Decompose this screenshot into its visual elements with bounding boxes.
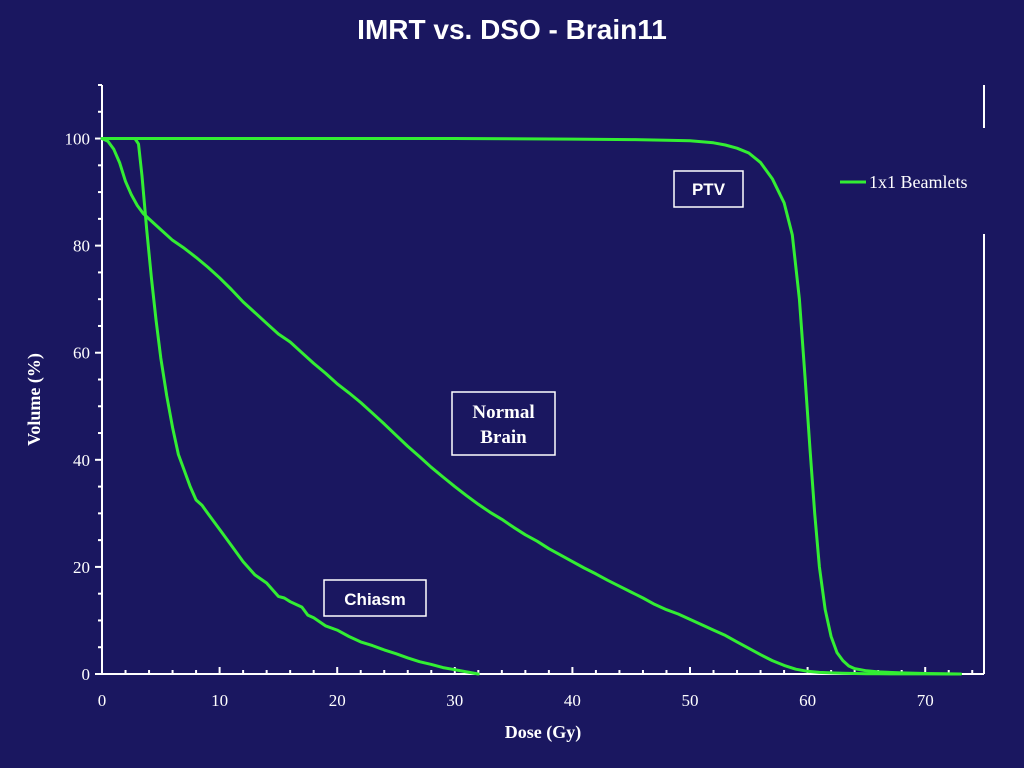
y-tick-label: 100: [65, 130, 91, 149]
y-tick-label: 40: [73, 451, 90, 470]
legend: 1x1 Beamlets: [840, 172, 967, 192]
legend-label: 1x1 Beamlets: [869, 172, 967, 192]
annotation-chiasm-box: [323, 579, 427, 617]
y-tick-label: 60: [73, 344, 90, 363]
annotation-ptv-label: PTV: [692, 180, 726, 199]
series-layer: [100, 137, 962, 676]
x-tick-label: 40: [564, 691, 581, 710]
annotation-normal-brain-box: [451, 391, 556, 456]
series-line-chiasm: [100, 137, 480, 676]
annotation-chiasm-label: Chiasm: [344, 590, 405, 609]
series-line-ptv: [100, 137, 962, 676]
annotation-normal-brain: Normal Brain: [451, 391, 556, 456]
y-tick-label: 0: [82, 665, 91, 684]
x-tick-label: 20: [329, 691, 346, 710]
x-axis-title: Dose (Gy): [505, 722, 581, 743]
annotation-ptv-box: [673, 170, 744, 208]
chart-title: IMRT vs. DSO - Brain11: [357, 14, 667, 45]
x-tick-label: 30: [446, 691, 463, 710]
x-tick-label: 50: [682, 691, 699, 710]
x-tick-label: 0: [98, 691, 107, 710]
annotation-ptv: PTV: [673, 170, 744, 208]
y-tick-label: 20: [73, 558, 90, 577]
x-tick-label: 10: [211, 691, 228, 710]
series-line-normal-brain: [100, 137, 962, 676]
annotation-normal-brain-line-1: Normal: [472, 402, 534, 423]
y-tick-label: 80: [73, 237, 90, 256]
annotation-chiasm: Chiasm: [323, 579, 427, 617]
annotation-normal-brain-line-2: Brain: [480, 427, 527, 448]
y-axis-title: Volume (%): [24, 353, 45, 446]
x-tick-label: 60: [799, 691, 816, 710]
annotations: PTV Normal Brain Chiasm: [323, 170, 744, 617]
x-tick-label: 70: [917, 691, 934, 710]
